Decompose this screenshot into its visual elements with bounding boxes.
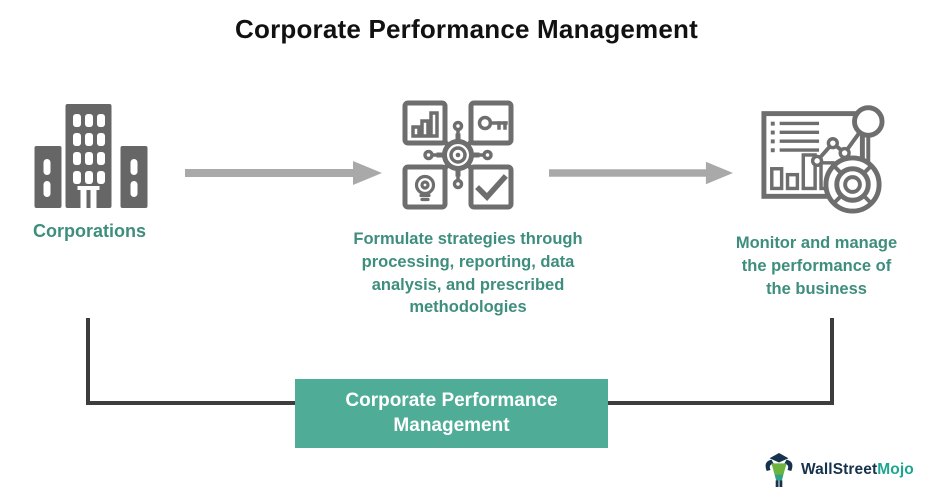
- step2-label: Formulate strategies through processing,…: [353, 230, 583, 317]
- corporations-buildings-icon: [34, 104, 148, 208]
- result-box-label: Corporate Performance Management: [345, 389, 558, 436]
- wallstreetmojo-logo: WallStreetMojo: [762, 451, 914, 489]
- step3-label: Monitor and manage the performance of th…: [735, 234, 898, 298]
- right-arrow-icon: [185, 161, 382, 185]
- monitor-dashboard-icon: [761, 105, 885, 214]
- logo-text-primary: WallStreet: [801, 461, 878, 478]
- logo-text-secondary: Mojo: [877, 461, 914, 478]
- step1-label: Corporations: [32, 221, 146, 241]
- wallstreetmojo-mascot-icon: [765, 453, 793, 487]
- result-box: Corporate Performance Management: [295, 379, 608, 448]
- page-title: Corporate Performance Management: [235, 14, 698, 44]
- logo-text: WallStreetMojo: [801, 461, 914, 479]
- strategy-gear-icon: [402, 100, 514, 210]
- right-arrow-icon: [549, 161, 733, 185]
